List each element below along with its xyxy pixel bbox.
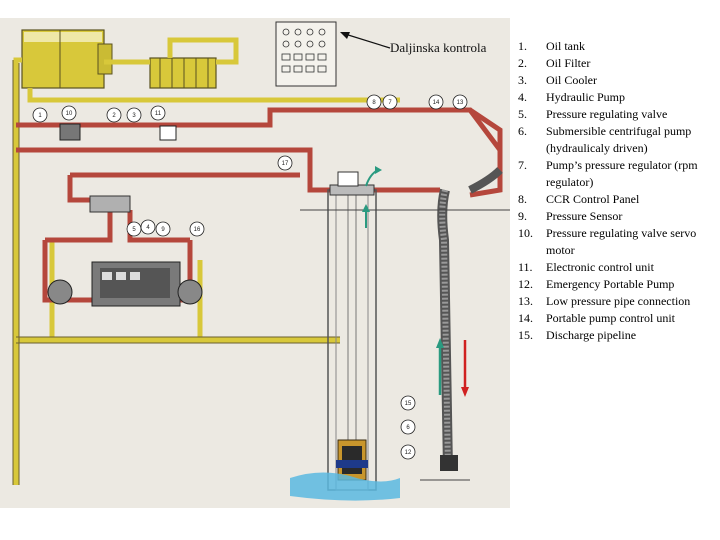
legend-number: 11. <box>518 260 533 274</box>
legend-number: 10. <box>518 226 533 240</box>
legend-number: 4. <box>518 90 527 104</box>
legend-item: 9. Pressure Sensor <box>518 208 718 225</box>
legend-text: Oil Filter <box>546 56 591 70</box>
flow-arrow-green-up <box>436 338 444 395</box>
legend-text: Emergency Portable Pump <box>546 277 675 291</box>
electronic-control-unit <box>159 125 177 141</box>
tag-13: 13 <box>452 94 468 110</box>
tag-2: 2 <box>106 107 122 123</box>
legend-number: 5. <box>518 107 527 121</box>
svg-text:6: 6 <box>406 425 410 431</box>
svg-text:4: 4 <box>146 225 150 231</box>
legend-number: 9. <box>518 209 527 223</box>
submersible-pump <box>336 439 368 481</box>
legend-item: 13. Low pressure pipe connection <box>518 293 718 310</box>
remote-control-panel <box>275 21 337 87</box>
tag-4: 4 <box>140 219 156 235</box>
legend-text: Pressure regulating valve <box>546 107 668 121</box>
oil-return-line-edges <box>12 60 340 485</box>
legend-number: 15. <box>518 328 533 342</box>
tag-6: 6 <box>400 419 416 435</box>
valve-manifold <box>89 195 131 213</box>
svg-text:17: 17 <box>282 161 289 167</box>
legend-item: 4. Hydraulic Pump <box>518 89 718 106</box>
tag-3: 3 <box>126 107 142 123</box>
legend-number: 12. <box>518 277 533 291</box>
remote-control-label: Daljinska kontrola <box>390 40 487 55</box>
hydraulic-system-diagram: 1 10 2 3 11 8 7 14 13 17 5 4 9 16 15 6 1… <box>0 18 510 508</box>
legend-text: Oil Cooler <box>546 73 597 87</box>
svg-text:13: 13 <box>457 100 464 106</box>
svg-text:12: 12 <box>405 450 412 456</box>
tag-16: 16 <box>189 221 205 237</box>
legend-text: Pump’s pressure regulator (rpm regulator… <box>546 158 698 189</box>
tag-9: 9 <box>155 221 171 237</box>
legend-text: Oil tank <box>546 39 585 53</box>
water-pool <box>290 472 400 501</box>
legend-number: 3. <box>518 73 527 87</box>
legend-item: 12. Emergency Portable Pump <box>518 276 718 293</box>
svg-text:2: 2 <box>112 113 116 119</box>
legend-number: 1. <box>518 39 527 53</box>
legend-item: 11. Electronic control unit <box>518 259 718 276</box>
legend-number: 2. <box>518 56 527 70</box>
legend-text: CCR Control Panel <box>546 192 640 206</box>
svg-text:11: 11 <box>155 111 162 117</box>
legend-item: 2. Oil Filter <box>518 55 718 72</box>
tag-1: 1 <box>32 107 48 123</box>
tag-11: 11 <box>150 105 166 121</box>
legend-text: Pressure regulating valve servo motor <box>546 226 697 257</box>
legend-number: 13. <box>518 294 533 308</box>
callout-arrow <box>340 32 391 49</box>
svg-text:7: 7 <box>388 100 392 106</box>
legend-text: Pressure Sensor <box>546 209 623 223</box>
flow-arrow-red-down <box>461 340 469 397</box>
legend-item: 10. Pressure regulating valve servo motor <box>518 225 718 259</box>
tag-14: 14 <box>428 94 444 110</box>
tag-5: 5 <box>126 221 142 237</box>
legend-item: 8. CCR Control Panel <box>518 191 718 208</box>
legend-item: 1. Oil tank <box>518 38 718 55</box>
tag-10: 10 <box>61 105 77 121</box>
oil-cooler <box>149 57 217 89</box>
oil-tank <box>21 29 113 89</box>
legend-text: Portable pump control unit <box>546 311 675 325</box>
flow-arrow-green-well <box>365 166 382 187</box>
legend-number: 8. <box>518 192 527 206</box>
svg-text:10: 10 <box>66 111 73 117</box>
legend-text: Low pressure pipe connection <box>546 294 691 308</box>
legend-item: 6. Submersible centrifugal pump (hydrauli… <box>518 123 718 157</box>
legend-text: Electronic control unit <box>546 260 654 274</box>
flow-arrow-green-small <box>362 204 370 228</box>
discharge-pipeline <box>437 167 503 471</box>
svg-text:14: 14 <box>433 100 440 106</box>
legend-item: 3. Oil Cooler <box>518 72 718 89</box>
tag-12: 12 <box>400 444 416 460</box>
component-legend: 1. Oil tank 2. Oil Filter 3. Oil Cooler 4. H… <box>518 38 718 344</box>
legend-number: 6. <box>518 124 527 138</box>
legend-text: Hydraulic Pump <box>546 90 625 104</box>
svg-text:15: 15 <box>405 401 412 407</box>
legend-text: Discharge pipeline <box>546 328 637 342</box>
legend-item: 15. Discharge pipeline <box>518 327 718 344</box>
legend-item: 7. Pump’s pressure regulator (rpm regulat… <box>518 157 718 191</box>
svg-text:5: 5 <box>132 227 136 233</box>
diagram-background <box>0 18 510 508</box>
legend-number: 14. <box>518 311 533 325</box>
tag-17: 17 <box>277 155 293 171</box>
svg-text:8: 8 <box>372 100 376 106</box>
legend-item: 14. Portable pump control unit <box>518 310 718 327</box>
svg-text:3: 3 <box>132 113 136 119</box>
hydraulic-pump-unit <box>47 261 203 307</box>
tag-15: 15 <box>400 395 416 411</box>
legend-item: 5. Pressure regulating valve <box>518 106 718 123</box>
legend-text: Submersible centrifugal pump (hydraulica… <box>546 124 692 155</box>
svg-text:9: 9 <box>161 227 165 233</box>
tag-8: 8 <box>366 94 382 110</box>
svg-text:1: 1 <box>38 113 42 119</box>
oil-filter <box>59 123 81 141</box>
svg-text:16: 16 <box>194 227 201 233</box>
tag-7: 7 <box>382 94 398 110</box>
legend-number: 7. <box>518 158 527 172</box>
